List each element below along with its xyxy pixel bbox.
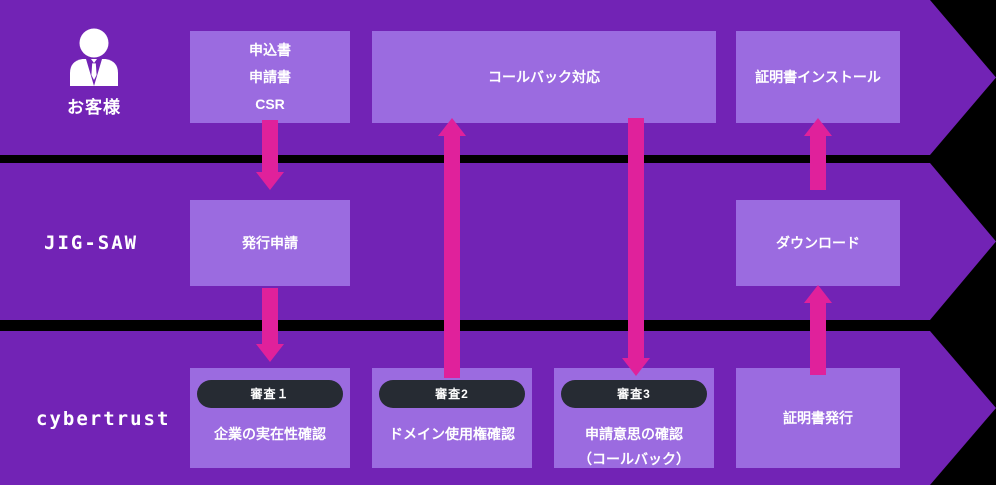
- box-download-label: ダウンロード: [776, 234, 860, 251]
- connector-download-to-certificate-install: [804, 118, 832, 190]
- box-application[interactable]: 申込書 申請書 CSR: [190, 31, 350, 123]
- box-callback-response-label: コールバック対応: [488, 68, 600, 85]
- badge-review3: 審査3: [561, 380, 707, 408]
- box-application-label: 申込書 申請書 CSR: [249, 41, 291, 112]
- connector-callback-response-to-review3: [622, 118, 650, 376]
- box-issue-request[interactable]: 発行申請: [190, 200, 350, 286]
- box-issue-request-label: 発行申請: [242, 234, 298, 251]
- box-certificate-issue-label: 証明書発行: [783, 409, 853, 426]
- connector-certificate-issue-to-download: [804, 285, 832, 375]
- box-certificate-install[interactable]: 証明書インストール: [736, 31, 900, 123]
- box-review2-label: ドメイン使用権確認: [389, 426, 515, 442]
- box-callback-response[interactable]: コールバック対応: [372, 31, 716, 123]
- box-download[interactable]: ダウンロード: [736, 200, 900, 286]
- badge-review2: 審査2: [379, 380, 525, 408]
- lane-label-customer: お客様: [67, 98, 121, 117]
- box-review1[interactable]: 審査１ 企業の実在性確認: [190, 368, 350, 468]
- connector-application-to-issue-request: [256, 120, 284, 190]
- box-certificate-install-label: 証明書インストール: [755, 68, 881, 85]
- box-certificate-issue[interactable]: 証明書発行: [736, 368, 900, 468]
- lane-label-cybertrust: cybertrust: [36, 408, 171, 430]
- connector-review2-to-callback-response: [438, 118, 466, 378]
- connector-issue-request-to-review1: [256, 288, 284, 376]
- box-review3[interactable]: 審査3 申請意思の確認 （コールバック）: [554, 368, 714, 468]
- box-review3-label: 申請意思の確認 （コールバック）: [578, 426, 690, 467]
- badge-review1: 審査１: [197, 380, 343, 408]
- box-review2[interactable]: 審査2 ドメイン使用権確認: [372, 368, 532, 468]
- businessperson-icon: [63, 28, 125, 86]
- lane-label-jigsaw: JIG-SAW: [44, 232, 139, 254]
- box-review1-label: 企業の実在性確認: [214, 426, 326, 442]
